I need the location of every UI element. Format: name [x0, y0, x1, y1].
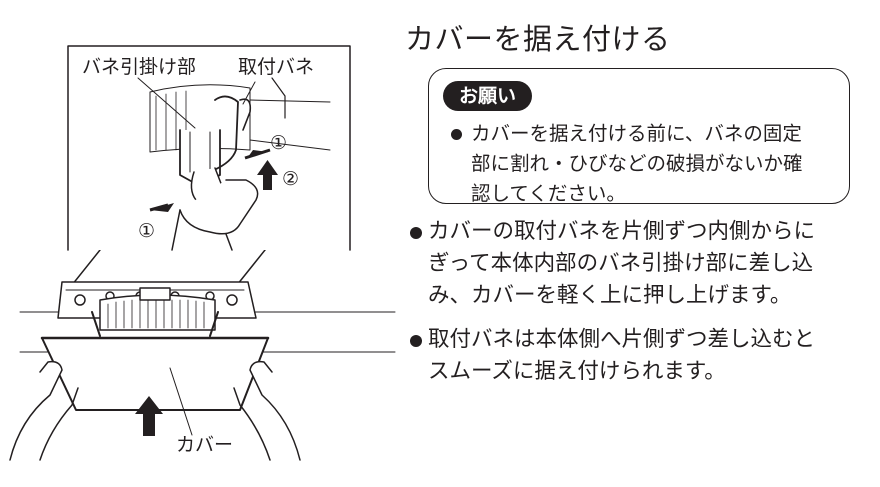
spring-hook-label: バネ引掛け部 [80, 56, 199, 78]
step-1-upper-label: ① [270, 132, 288, 154]
notice-line: カバーを据え付ける前に、バネの固定 [471, 122, 802, 145]
notice-line: 部に割れ・ひびなどの破損がないか確 [471, 152, 803, 175]
instruction-line: 取付バネは本体側へ片側ずつ差し込むと [428, 327, 816, 352]
left-hand [9, 360, 79, 461]
notice-line: 認してください。 [471, 182, 626, 205]
cover-panel [41, 337, 269, 411]
instruction-list: カバーの取付バネを片側ずつ内側からに ぎって本体内部のバネ引掛け部に差し込 み、… [410, 216, 870, 400]
detail-box [67, 45, 351, 251]
installation-figure: バネ引掛け部 取付バネ ① ② ① カバー [0, 0, 400, 483]
bullet-icon [410, 335, 422, 347]
section-heading: カバーを据え付ける [405, 22, 671, 56]
instruction-item: 取付バネは本体側へ片側ずつ差し込むと スムーズに据え付けられます。 [410, 324, 870, 388]
bullet-icon [451, 129, 462, 140]
push-up-arrow-main [135, 396, 163, 436]
notice-badge: お願い [443, 81, 533, 111]
cover-label: カバー [174, 434, 236, 456]
cover-leader [169, 367, 193, 436]
fan-body [57, 281, 257, 337]
notice-box: お願い カバーを据え付ける前に、バネの固定 部に割れ・ひびなどの破損がないか確 … [428, 68, 850, 205]
instruction-line: ぎって本体内部のバネ引掛け部に差し込 [428, 251, 814, 276]
right-hand [233, 360, 301, 461]
instruction-line: カバーの取付バネを片側ずつ内側からに [428, 219, 816, 244]
instruction-line: み、カバーを軽く上に押し上げます。 [428, 283, 792, 308]
bullet-icon [410, 227, 422, 239]
notice-text: カバーを据え付ける前に、バネの固定 部に割れ・ひびなどの破損がないか確 認してく… [451, 119, 863, 209]
mount-spring-label: 取付バネ [236, 56, 317, 78]
step-1-lower-label: ① [138, 220, 156, 242]
instruction-item: カバーの取付バネを片側ずつ内側からに ぎって本体内部のバネ引掛け部に差し込 み、… [410, 216, 870, 312]
instruction-line: スムーズに据え付けられます。 [428, 359, 726, 384]
cover-install-illustration [9, 45, 396, 461]
push-up-arrow-small [257, 160, 278, 190]
step-2-label: ② [282, 168, 300, 190]
